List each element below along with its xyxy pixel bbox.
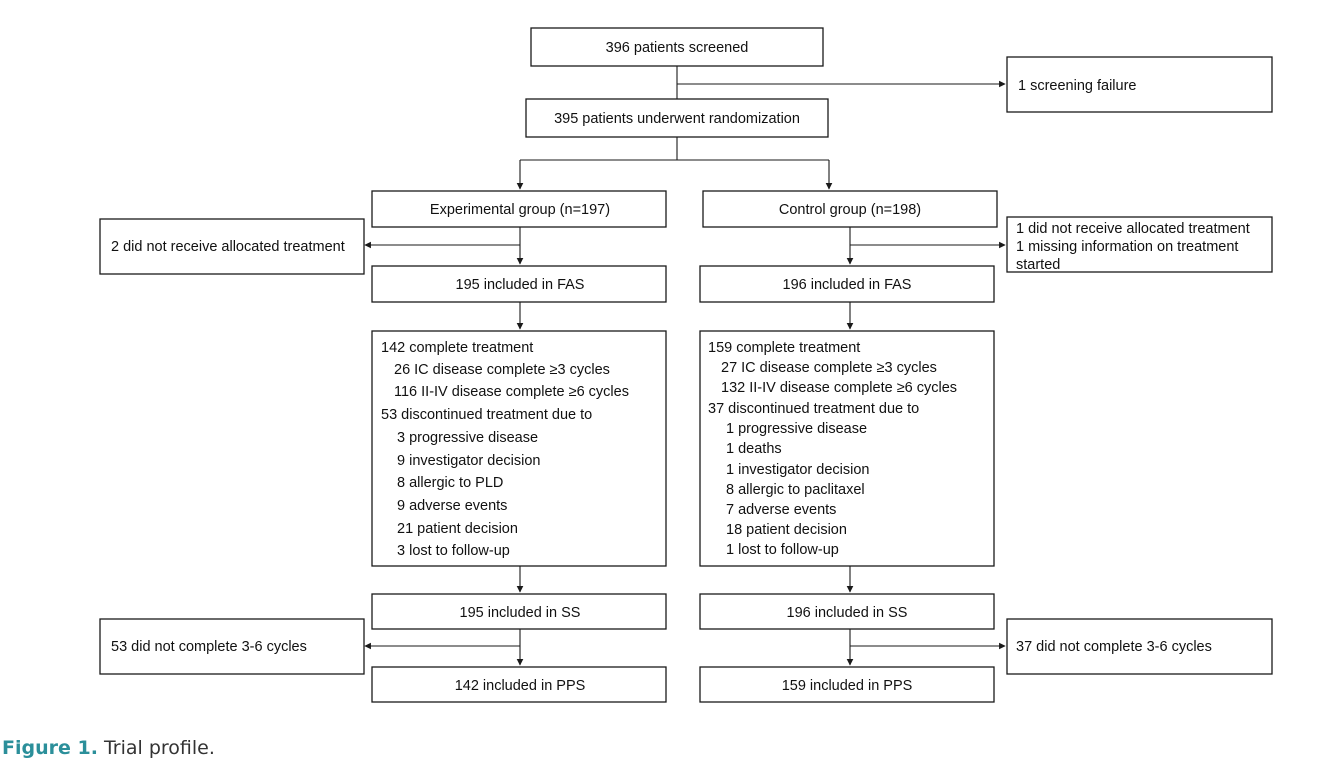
- experimental-outcome-line: 142 complete treatment: [381, 340, 533, 356]
- experimental-outcome-line: 9 adverse events: [397, 498, 507, 514]
- experimental-outcome-box: [371, 330, 667, 567]
- experimental-pps-box: [371, 666, 667, 703]
- experimental-excluded-box: [99, 218, 365, 275]
- control-outcome-line: 7 adverse events: [726, 502, 836, 518]
- experimental-outcome-line: 53 discontinued treatment due to: [381, 407, 592, 423]
- control-excluded-box: [1006, 216, 1273, 273]
- experimental-excluded-label: 2 did not receive allocated treatment: [111, 239, 345, 255]
- control-outcome-line: 37 discontinued treatment due to: [708, 401, 919, 417]
- experimental-group-box: [371, 190, 667, 228]
- control-outcome-box: [699, 330, 995, 567]
- experimental-outcome-list: 142 complete treatment 26 IC disease com…: [381, 340, 629, 559]
- experimental-outcome-line: 3 lost to follow-up: [397, 543, 510, 559]
- experimental-outcome-line: 116 II-IV disease complete ≥6 cycles: [394, 384, 629, 400]
- control-not-complete-box: [1006, 618, 1273, 675]
- experimental-ss-label: 195 included in SS: [460, 605, 581, 621]
- control-outcome-line: 1 deaths: [726, 441, 782, 457]
- figure-caption: Figure 1. Trial profile.: [2, 737, 215, 759]
- control-ss-box: [699, 593, 995, 630]
- screened-label: 396 patients screened: [606, 40, 749, 56]
- control-pps-box: [699, 666, 995, 703]
- randomization-label: 395 patients underwent randomization: [554, 111, 800, 127]
- control-excluded-text: 1 did not receive allocated treatment 1 …: [1016, 221, 1250, 273]
- control-outcome-line: 1 progressive disease: [726, 421, 867, 437]
- connector-lines: [364, 66, 1006, 666]
- control-outcome-line: 27 IC disease complete ≥3 cycles: [721, 360, 937, 376]
- experimental-pps-label: 142 included in PPS: [455, 678, 586, 694]
- experimental-fas-box: [371, 265, 667, 303]
- experimental-fas-label: 195 included in FAS: [456, 277, 585, 293]
- figure-caption-label: Figure 1.: [2, 737, 98, 759]
- figure-caption-text: Trial profile.: [103, 737, 215, 759]
- screening-failure-label: 1 screening failure: [1018, 78, 1137, 94]
- control-excluded-line: 1 missing information on treatment: [1016, 239, 1238, 255]
- experimental-outcome-line: 3 progressive disease: [397, 430, 538, 446]
- control-outcome-line: 1 investigator decision: [726, 462, 869, 478]
- trial-flow-diagram: 396 patients screened 1 screening failur…: [99, 27, 1273, 703]
- control-outcome-line: 159 complete treatment: [708, 340, 860, 356]
- control-group-box: [702, 190, 998, 228]
- experimental-outcome-line: 21 patient decision: [397, 521, 518, 537]
- control-outcome-line: 8 allergic to paclitaxel: [726, 482, 865, 498]
- control-excluded-line: started: [1016, 257, 1060, 273]
- control-group-label: Control group (n=198): [779, 202, 921, 218]
- screened-box: [530, 27, 824, 67]
- screening-failure-box: [1006, 56, 1273, 113]
- experimental-group-label: Experimental group (n=197): [430, 202, 610, 218]
- control-outcome-line: 132 II-IV disease complete ≥6 cycles: [721, 380, 957, 396]
- control-pps-label: 159 included in PPS: [782, 678, 913, 694]
- control-fas-label: 196 included in FAS: [783, 277, 912, 293]
- control-not-complete-label: 37 did not complete 3-6 cycles: [1016, 639, 1212, 655]
- control-ss-label: 196 included in SS: [787, 605, 908, 621]
- experimental-not-complete-box: [99, 618, 365, 675]
- experimental-outcome-line: 9 investigator decision: [397, 453, 540, 469]
- control-outcome-list: 159 complete treatment 27 IC disease com…: [708, 340, 957, 558]
- experimental-outcome-line: 8 allergic to PLD: [397, 475, 503, 491]
- control-outcome-line: 1 lost to follow-up: [726, 542, 839, 558]
- experimental-ss-box: [371, 593, 667, 630]
- experimental-outcome-line: 26 IC disease complete ≥3 cycles: [394, 362, 610, 378]
- control-excluded-line: 1 did not receive allocated treatment: [1016, 221, 1250, 237]
- experimental-not-complete-label: 53 did not complete 3-6 cycles: [111, 639, 307, 655]
- randomization-box: [525, 98, 829, 138]
- control-fas-box: [699, 265, 995, 303]
- control-outcome-line: 18 patient decision: [726, 522, 847, 538]
